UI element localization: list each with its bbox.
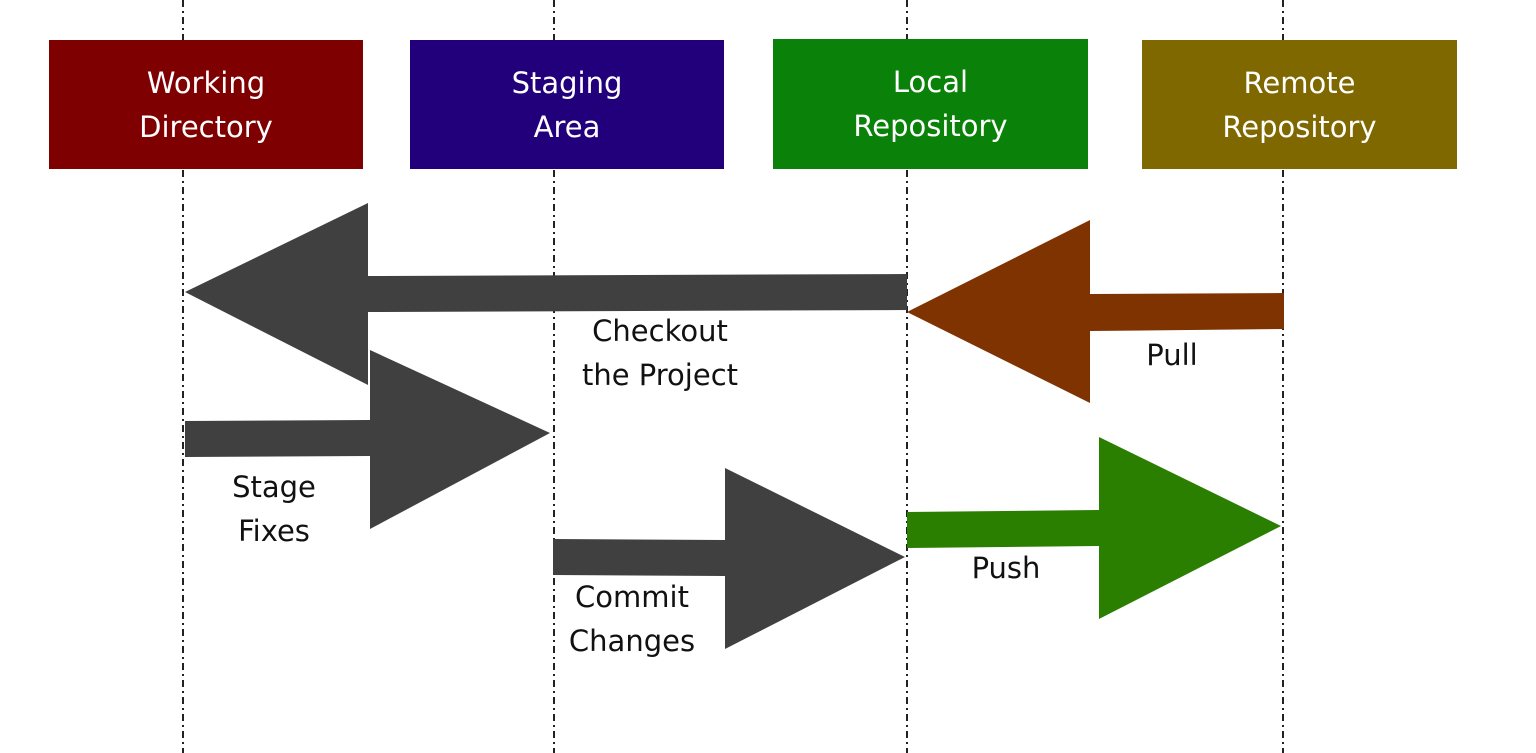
pull-label: Pull — [1146, 338, 1198, 372]
staging-area-label: Staging Area — [511, 65, 623, 144]
stage-arrow — [185, 350, 550, 529]
push-arrow — [907, 437, 1281, 619]
working-directory-label: Working Directory — [139, 65, 273, 144]
remote-repository-box: Remote Repository — [1142, 40, 1457, 169]
staging-area-box: Staging Area — [410, 40, 724, 169]
local-repository-box: Local Repository — [773, 39, 1088, 169]
pull-arrow — [907, 220, 1284, 403]
commit-arrow — [553, 468, 905, 649]
remote-repository-label: Remote Repository — [1222, 65, 1377, 144]
push-label: Push — [971, 551, 1041, 585]
checkout-label: Checkout the Project — [581, 314, 739, 392]
checkout-arrow — [185, 203, 907, 385]
local-repository-label: Local Repository — [853, 65, 1008, 143]
working-directory-box: Working Directory — [49, 40, 363, 169]
commit-label: Commit Changes — [568, 580, 696, 658]
stage-label: Stage Fixes — [232, 470, 316, 548]
